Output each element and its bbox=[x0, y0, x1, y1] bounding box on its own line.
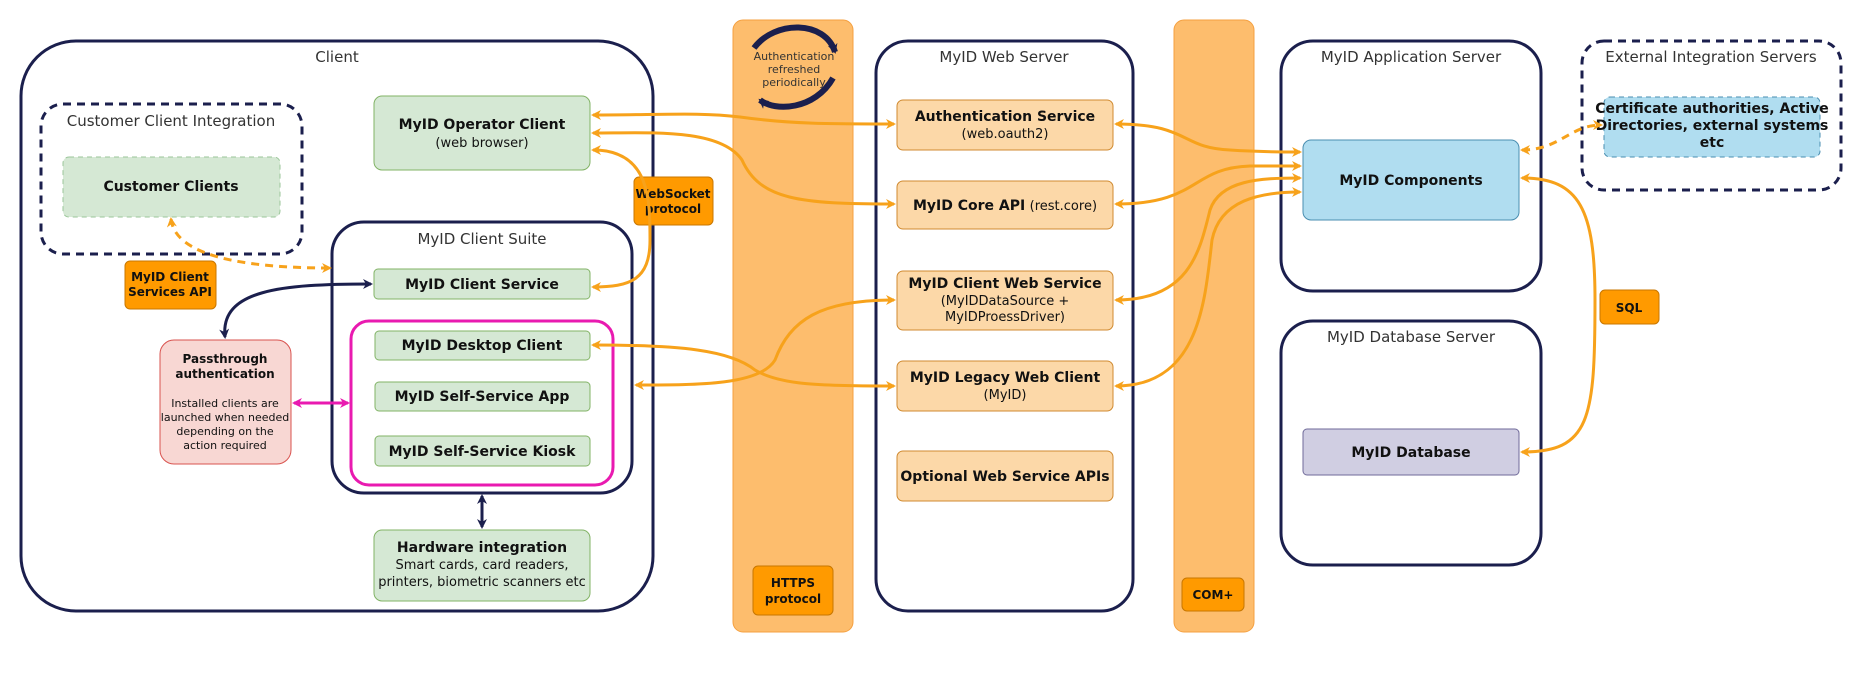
https-badge bbox=[752, 565, 834, 616]
components-node bbox=[1302, 139, 1520, 221]
external-systems-node bbox=[1603, 96, 1821, 158]
websocket-line2: protocol bbox=[645, 202, 701, 216]
client-suite-title: MyID Client Suite bbox=[417, 230, 546, 248]
https-band bbox=[732, 19, 854, 633]
arrow-legacy-components bbox=[1114, 187, 1302, 391]
external-systems-line3: etc bbox=[1700, 135, 1725, 151]
external-systems-line1: Certificate authorities, Active bbox=[1595, 101, 1829, 117]
arrow-websocket bbox=[591, 145, 652, 292]
client-service-label: MyID Client Service bbox=[405, 277, 559, 293]
arrow-operator-auth bbox=[591, 109, 896, 129]
passthrough-desc3: depending on the bbox=[176, 425, 273, 438]
database-label: MyID Database bbox=[1351, 445, 1470, 461]
arrow-components-database bbox=[1520, 173, 1597, 457]
arrow-auth-components bbox=[1114, 119, 1302, 157]
arrow-desktop-legacy bbox=[591, 340, 896, 391]
auth-service-subtitle: (web.oauth2) bbox=[962, 127, 1049, 142]
optional-apis-label: Optional Web Service APIs bbox=[900, 469, 1109, 485]
auth-service-node bbox=[896, 99, 1114, 151]
customer-clients-node bbox=[62, 156, 281, 218]
passthrough-title1: Passthrough bbox=[183, 352, 268, 366]
client-web-service-title: MyID Client Web Service bbox=[908, 276, 1101, 292]
com-badge bbox=[1181, 577, 1245, 612]
https-line2: protocol bbox=[765, 592, 821, 606]
app-server-title: MyID Application Server bbox=[1321, 48, 1502, 66]
optional-apis-node bbox=[896, 450, 1114, 502]
auth-refresh-line3: periodically bbox=[762, 76, 826, 89]
operator-client-title: MyID Operator Client bbox=[399, 117, 566, 133]
self-service-app-node bbox=[374, 381, 591, 412]
client-title: Client bbox=[315, 48, 359, 66]
sql-badge bbox=[1599, 289, 1660, 325]
hardware-line2: printers, biometric scanners etc bbox=[378, 575, 586, 590]
client-services-api-line1: MyID Client bbox=[131, 270, 209, 284]
client-service-node bbox=[373, 268, 591, 300]
passthrough-desc1: Installed clients are bbox=[171, 397, 279, 410]
core-api-title: MyID Core API bbox=[913, 198, 1025, 214]
arrow-customer-clientservice bbox=[166, 217, 332, 273]
client-web-service-line2: MyIDProessDriver) bbox=[945, 310, 1065, 325]
hardware-title: Hardware integration bbox=[397, 540, 567, 556]
legacy-web-client-node bbox=[896, 360, 1114, 412]
client-web-service-node bbox=[896, 270, 1114, 331]
desktop-client-label: MyID Desktop Client bbox=[402, 338, 563, 354]
web-server-title: MyID Web Server bbox=[939, 48, 1069, 66]
refresh-arrow-bottom bbox=[758, 76, 836, 110]
hardware-node bbox=[373, 529, 591, 602]
core-api-label: MyID Core API (rest.core) bbox=[913, 198, 1097, 214]
database-node bbox=[1302, 428, 1520, 476]
desktop-client-node bbox=[374, 330, 591, 361]
auth-refresh-line1: Authentication bbox=[754, 50, 835, 63]
operator-client-subtitle: (web browser) bbox=[435, 136, 528, 151]
self-service-kiosk-label: MyID Self-Service Kiosk bbox=[389, 444, 576, 460]
passthrough-node bbox=[159, 339, 292, 465]
refresh-arrow-top bbox=[751, 24, 838, 54]
core-api-subtitle: (rest.core) bbox=[1030, 199, 1097, 214]
arrow-operator-core bbox=[591, 127, 896, 209]
arrow-passthrough-clientservice bbox=[219, 279, 373, 339]
components-label: MyID Components bbox=[1339, 173, 1482, 189]
db-server-title: MyID Database Server bbox=[1327, 328, 1496, 346]
self-service-kiosk-node bbox=[374, 435, 591, 467]
client-services-api-line2: Services API bbox=[128, 285, 212, 299]
passthrough-desc2: launched when needed bbox=[161, 411, 289, 424]
sql-label: SQL bbox=[1616, 301, 1643, 315]
passthrough-desc4: action required bbox=[183, 439, 266, 452]
auth-refresh-line2: refreshed bbox=[768, 63, 820, 76]
legacy-web-client-subtitle: (MyID) bbox=[984, 388, 1027, 403]
com-band bbox=[1173, 19, 1255, 633]
customer-integration-title: Customer Client Integration bbox=[67, 112, 275, 130]
client-web-service-line1: (MyIDDataSource + bbox=[941, 294, 1070, 309]
self-service-app-label: MyID Self-Service App bbox=[395, 389, 570, 405]
external-title: External Integration Servers bbox=[1605, 48, 1817, 66]
com-label: COM+ bbox=[1192, 588, 1233, 602]
hardware-line1: Smart cards, card readers, bbox=[395, 558, 568, 573]
legacy-web-client-title: MyID Legacy Web Client bbox=[910, 370, 1101, 386]
core-api-node bbox=[896, 180, 1114, 230]
https-line1: HTTPS bbox=[771, 576, 815, 590]
arrow-components-external bbox=[1520, 120, 1603, 155]
operator-client-node bbox=[373, 95, 591, 171]
customer-clients-label: Customer Clients bbox=[103, 179, 238, 195]
passthrough-title2: authentication bbox=[175, 367, 274, 381]
external-systems-line2: Directories, external systems bbox=[1596, 118, 1829, 134]
auth-service-title: Authentication Service bbox=[915, 109, 1095, 125]
